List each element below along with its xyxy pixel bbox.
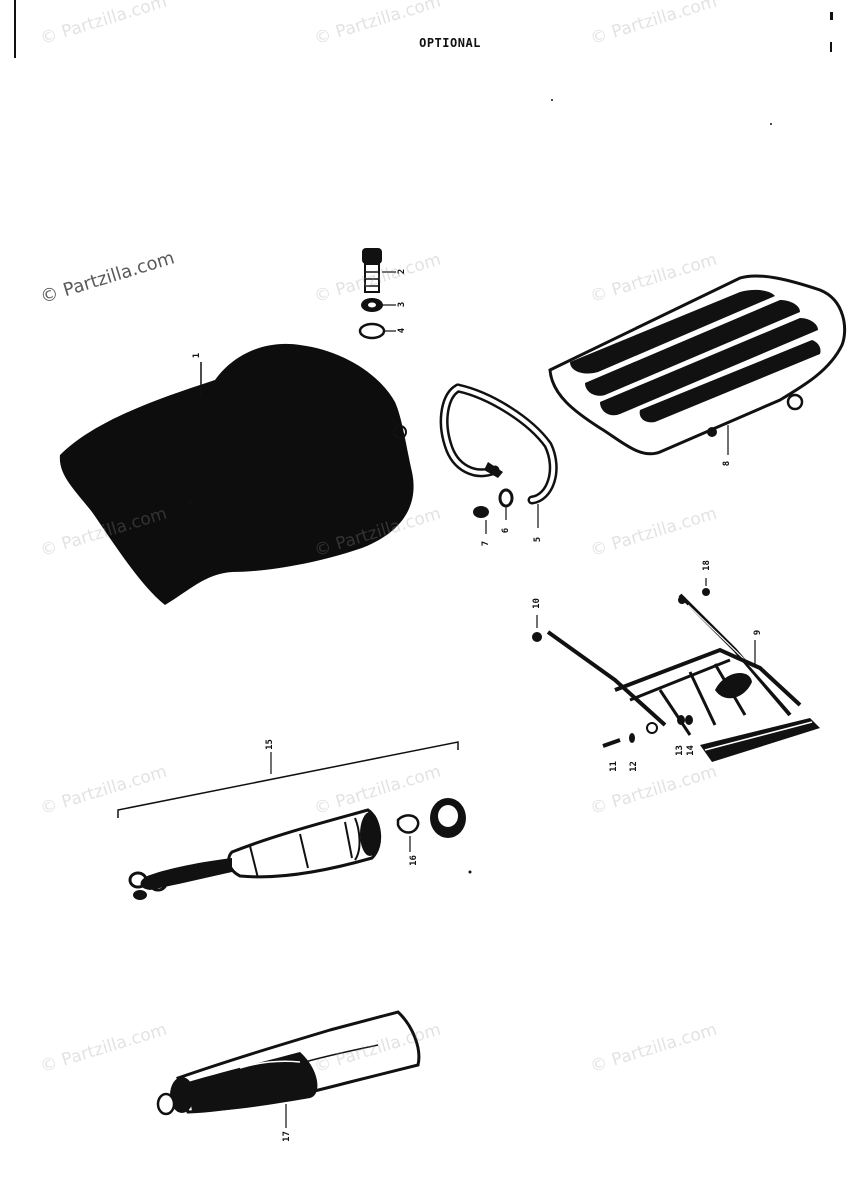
callout-6[interactable]: 6 [501,527,512,534]
callout-1[interactable]: 1 [192,352,203,359]
callout-7[interactable]: 7 [481,540,492,547]
callout-12[interactable]: 12 [628,761,639,772]
callout-4[interactable]: 4 [397,327,408,334]
callout-9[interactable]: 9 [753,629,764,636]
seat-part [59,343,414,605]
callout-18[interactable]: 18 [701,560,712,571]
callout-2[interactable]: 2 [397,268,408,275]
scan-edge-marks [14,0,833,58]
callout-17[interactable]: 17 [281,1131,292,1142]
rear-carrier-frame [532,578,820,762]
callout-10[interactable]: 10 [531,598,542,609]
luggage-carrier-top [548,274,847,456]
page-title: OPTIONAL [419,36,481,50]
callout-8[interactable]: 8 [722,460,733,467]
callout-5[interactable]: 5 [533,536,544,543]
grease-tube [156,1010,421,1128]
callout-3[interactable]: 3 [397,301,408,308]
callout-16[interactable]: 16 [408,855,419,866]
tool-kit-assembly [117,741,472,900]
callout-11[interactable]: 11 [608,761,619,772]
scan-specks [188,99,772,504]
grab-handle [439,383,558,534]
callout-15[interactable]: 15 [264,739,275,750]
callout-14[interactable]: 14 [685,745,696,756]
bolt-and-washers [358,248,396,340]
callout-13[interactable]: 13 [674,745,685,756]
